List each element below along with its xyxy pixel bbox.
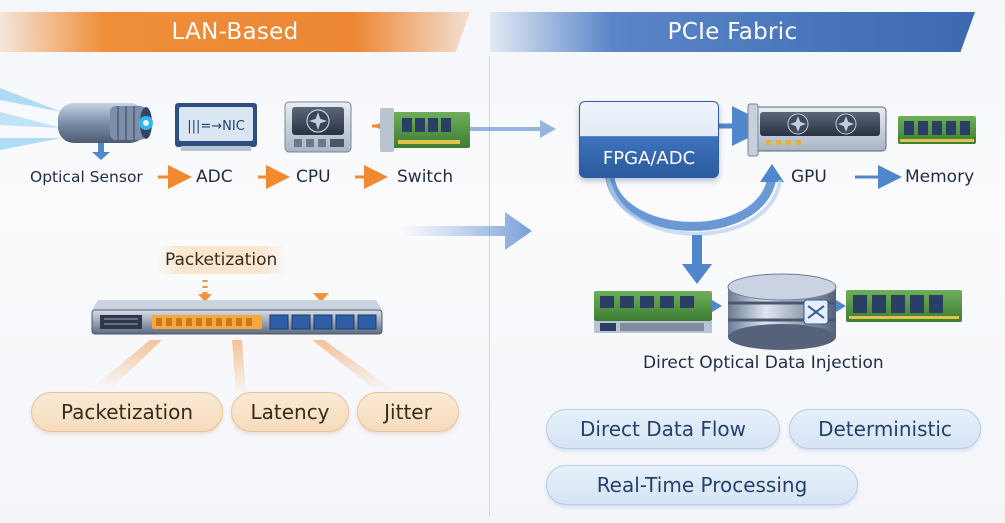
fpga-adc-label: FPGA/ADC xyxy=(602,148,696,169)
adc-label: ADC xyxy=(196,167,233,187)
optical-sensor-label: Optical Sensor xyxy=(30,168,143,186)
issue-beams xyxy=(92,340,396,395)
optical-sensor-icon xyxy=(58,103,153,160)
gpu-label: GPU xyxy=(791,167,827,187)
io-board-icon xyxy=(594,291,722,333)
cross-arrows xyxy=(400,120,556,250)
switch-label: Switch xyxy=(397,167,454,187)
storage-cylinder-icon xyxy=(727,273,837,350)
storage-memory-icon xyxy=(836,290,962,322)
lan-based-title: LAN-Based xyxy=(171,19,299,45)
sensor-light-rays xyxy=(0,88,62,150)
benefit-real-time-processing-pill: Real-Time Processing xyxy=(546,465,858,505)
gpu-icon xyxy=(747,103,887,157)
adc-card-icon xyxy=(175,103,257,151)
lan-based-banner: LAN-Based xyxy=(0,12,470,52)
cpu-label: CPU xyxy=(296,167,331,187)
nic-chip-label: |||=→NIC xyxy=(187,119,245,134)
fpga-adc-box: FPGA/ADC xyxy=(579,101,719,178)
pcie-fabric-banner: PCIe Fabric xyxy=(490,12,975,52)
direct-optical-injection-label: Direct Optical Data Injection xyxy=(643,353,884,373)
loop-arrowhead xyxy=(760,164,784,182)
section-divider xyxy=(489,56,490,516)
switch-card-icon xyxy=(372,108,470,152)
network-switch-icon xyxy=(91,300,383,335)
fpga-gpu-loop-arrow xyxy=(605,173,777,231)
cpu-icon xyxy=(284,101,352,153)
injection-down-arrow xyxy=(682,235,712,284)
packetization-tag: Packetization xyxy=(155,246,288,274)
benefit-deterministic-pill: Deterministic xyxy=(789,409,981,449)
pcie-fabric-title: PCIe Fabric xyxy=(667,19,798,45)
issue-latency-pill: Latency xyxy=(231,392,349,432)
issue-jitter-pill: Jitter xyxy=(357,392,459,432)
packet-paths xyxy=(198,195,329,302)
memory-label: Memory xyxy=(905,167,975,187)
benefit-direct-data-flow-pill: Direct Data Flow xyxy=(546,409,780,449)
issue-packetization-pill: Packetization xyxy=(31,392,223,432)
memory-module-icon xyxy=(898,116,976,144)
